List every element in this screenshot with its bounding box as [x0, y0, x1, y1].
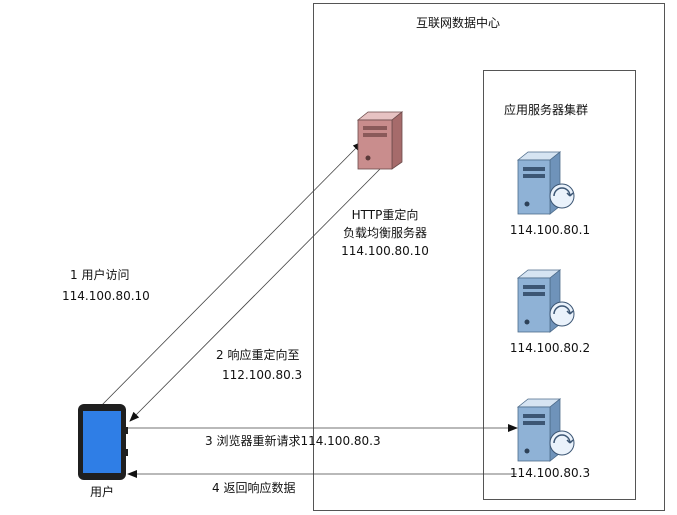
step3-label: 3 浏览器重新请求114.100.80.3 [205, 434, 381, 448]
user-label: 用户 [89, 485, 114, 499]
step2-ip: 112.100.80.3 [222, 368, 303, 382]
arrow-step1 [98, 141, 363, 409]
step4-label: 4 返回响应数据 [212, 481, 296, 495]
step1-ip: 114.100.80.10 [62, 289, 150, 303]
step1-title: 1 用户访问 [70, 268, 130, 282]
app-server-1-ip: 114.100.80.1 [509, 223, 591, 237]
datacenter-box [313, 3, 665, 511]
app-cluster-title: 应用服务器集群 [504, 103, 589, 117]
load-balancer-line2: 负载均衡服务器 [342, 226, 427, 240]
app-cluster-box [483, 70, 636, 500]
app-server-2-ip: 114.100.80.2 [509, 341, 591, 355]
app-server-3-icon [516, 398, 575, 462]
load-balancer-ip: 114.100.80.10 [341, 244, 429, 258]
load-balancer-server-icon [356, 111, 404, 170]
app-server-1-icon [516, 151, 575, 215]
phone-icon [78, 404, 128, 480]
load-balancer-line1: HTTP重定向 [351, 208, 419, 222]
arrow-step2 [129, 168, 381, 422]
app-server-2-icon [516, 269, 575, 333]
step2-title: 2 响应重定向至 [216, 348, 300, 362]
app-server-3-ip: 114.100.80.3 [509, 466, 591, 480]
datacenter-title: 互联网数据中心 [416, 16, 501, 30]
